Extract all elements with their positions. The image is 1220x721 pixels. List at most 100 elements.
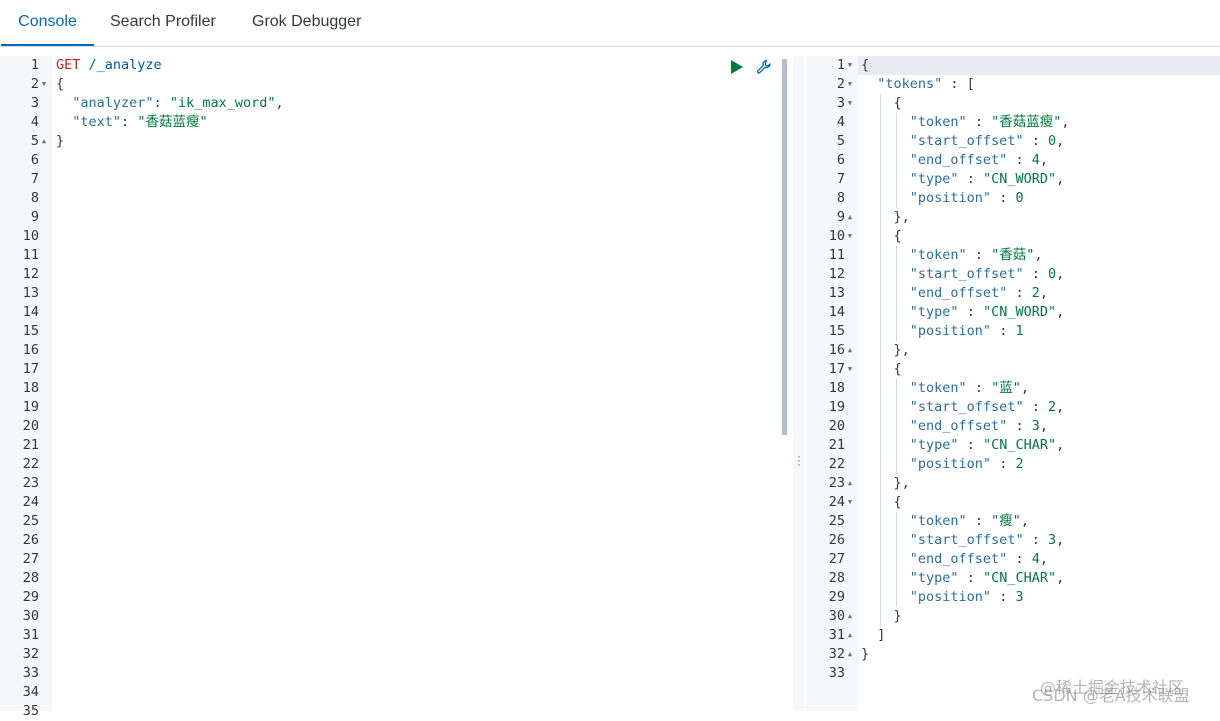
response-token: 2: [1015, 456, 1023, 472]
request-scrollbar[interactable]: [782, 59, 787, 435]
fold-open-icon[interactable]: ▼: [846, 360, 854, 379]
fold-close-icon[interactable]: ▲: [846, 645, 854, 664]
request-line-number: 11: [0, 246, 39, 265]
response-code-line: "type" : "CN_WORD",: [861, 170, 1064, 189]
response-code-area[interactable]: { "tokens" : [ { "token" : "香菇蓝瘦", "star…: [861, 56, 1220, 711]
pane-resizer[interactable]: ···: [793, 56, 805, 711]
response-token: ,: [1056, 532, 1064, 548]
response-token: :: [959, 570, 983, 586]
response-token: ,: [1040, 551, 1048, 567]
fold-open-icon[interactable]: ▼: [40, 75, 48, 94]
fold-close-icon[interactable]: ▲: [846, 341, 854, 360]
fold-open-icon[interactable]: ▼: [846, 493, 854, 512]
response-token: 3: [1048, 532, 1056, 548]
response-code-line: {: [861, 227, 902, 246]
request-token: "analyzer": [72, 95, 153, 111]
response-line-number: 28: [806, 569, 845, 588]
request-line-number: 20: [0, 417, 39, 436]
response-token: ,: [1056, 266, 1064, 282]
indent-guide: [896, 113, 897, 208]
response-token: 0: [1048, 266, 1056, 282]
fold-close-icon[interactable]: ▲: [846, 208, 854, 227]
response-line-number: 23: [806, 474, 845, 493]
response-token: 4: [1032, 551, 1040, 567]
response-token: [861, 171, 910, 187]
request-line-number: 32: [0, 645, 39, 664]
response-token: "香菇": [991, 247, 1034, 263]
response-line-number: 19: [806, 398, 845, 417]
response-code-line: "end_offset" : 4,: [861, 151, 1048, 170]
response-code-line: "start_offset" : 3,: [861, 531, 1064, 550]
response-token: "end_offset": [910, 551, 1008, 567]
tab-console[interactable]: Console: [1, 0, 94, 46]
response-token: [861, 114, 910, 130]
request-token: [56, 114, 72, 130]
response-line-number: 18: [806, 379, 845, 398]
response-line-number: 32: [806, 645, 845, 664]
request-code-line: {: [56, 75, 64, 94]
response-code-line: "end_offset" : 2,: [861, 284, 1048, 303]
response-line-number: 16: [806, 341, 845, 360]
response-token: ,: [1056, 399, 1064, 415]
response-line-number: 6: [806, 151, 845, 170]
fold-open-icon[interactable]: ▼: [846, 56, 854, 75]
response-token: "end_offset": [910, 152, 1008, 168]
play-icon[interactable]: [728, 58, 746, 76]
response-code-line: "start_offset" : 0,: [861, 132, 1064, 151]
request-code-area[interactable]: GET /_analyze{ "analyzer": "ik_max_word"…: [56, 56, 793, 711]
response-code-line: "position" : 2: [861, 455, 1024, 474]
response-line-number: 12: [806, 265, 845, 284]
fold-open-icon[interactable]: ▼: [846, 94, 854, 113]
response-token: ,: [1021, 380, 1029, 396]
response-token: [861, 152, 910, 168]
response-token: :: [1007, 418, 1031, 434]
response-line-number: 7: [806, 170, 845, 189]
fold-close-icon[interactable]: ▲: [846, 607, 854, 626]
response-token: [861, 589, 910, 605]
request-token: "text": [72, 114, 121, 130]
response-code-line: {: [861, 56, 869, 75]
response-token: [861, 285, 910, 301]
response-token: :: [1007, 152, 1031, 168]
response-token: :: [1024, 133, 1048, 149]
request-line-number: 8: [0, 189, 39, 208]
response-token: }: [861, 608, 902, 624]
request-line-number: 18: [0, 379, 39, 398]
response-line-number: 9: [806, 208, 845, 227]
response-token: :: [991, 456, 1015, 472]
response-token: ,: [1056, 304, 1064, 320]
response-token: :: [991, 323, 1015, 339]
response-token: :: [967, 380, 991, 396]
response-token: [861, 399, 910, 415]
response-token: ,: [1040, 418, 1048, 434]
response-token: [861, 190, 910, 206]
request-code-line: GET /_analyze: [56, 56, 162, 75]
request-token: "香菇蓝瘦": [137, 114, 207, 130]
tab-search-profiler[interactable]: Search Profiler: [94, 0, 232, 46]
wrench-icon[interactable]: [755, 58, 773, 76]
fold-close-icon[interactable]: ▲: [846, 474, 854, 493]
fold-close-icon[interactable]: ▲: [40, 132, 48, 151]
fold-open-icon[interactable]: ▼: [846, 227, 854, 246]
response-token: "CN_CHAR": [983, 437, 1056, 453]
response-line-number: 20: [806, 417, 845, 436]
response-code-line: {: [861, 360, 902, 379]
request-line-number: 14: [0, 303, 39, 322]
fold-close-icon[interactable]: ▲: [846, 626, 854, 645]
response-code-line: "token" : "蓝",: [861, 379, 1029, 398]
fold-open-icon[interactable]: ▼: [846, 75, 854, 94]
response-token: "token": [910, 247, 967, 263]
response-line-number: 15: [806, 322, 845, 341]
response-code-line: },: [861, 474, 910, 493]
response-token: "瘦": [991, 513, 1021, 529]
response-token: [861, 76, 877, 92]
request-line-number: 4: [0, 113, 39, 132]
tab-grok-debugger[interactable]: Grok Debugger: [236, 0, 377, 46]
response-token: :: [991, 190, 1015, 206]
response-code-line: "start_offset" : 0,: [861, 265, 1064, 284]
drag-handle-icon[interactable]: ···: [797, 454, 800, 466]
